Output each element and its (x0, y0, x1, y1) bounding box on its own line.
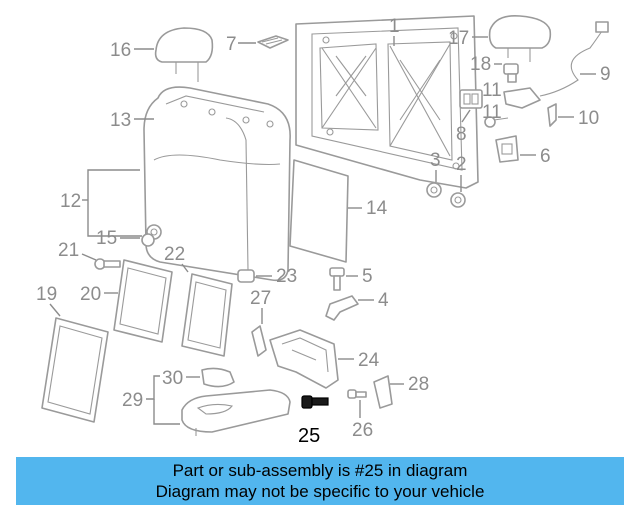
callout-23: 23 (256, 266, 297, 287)
svg-text:19: 19 (36, 284, 57, 305)
svg-text:15: 15 (96, 228, 117, 249)
svg-text:21: 21 (58, 240, 79, 261)
part-16-headrest (154, 27, 214, 82)
callout-24: 24 (338, 350, 380, 371)
part-19-panel (41, 317, 109, 423)
part-17-headrest (488, 14, 552, 62)
svg-text:26: 26 (352, 420, 373, 441)
svg-text:8: 8 (456, 124, 467, 145)
callout-11: 11 11 (482, 80, 502, 123)
svg-text:7: 7 (226, 34, 237, 55)
part-6-bracket (495, 135, 519, 163)
svg-text:12: 12 (60, 191, 81, 212)
svg-text:10: 10 (578, 108, 599, 129)
callout-16: 16 (110, 40, 154, 61)
part-30-cupholder (201, 367, 235, 388)
svg-text:3: 3 (430, 150, 441, 171)
callout-14: 14 (348, 198, 388, 219)
part-1-seat-frame (295, 15, 479, 189)
part-13-seat-back-cover (143, 86, 291, 282)
callout-7: 7 (226, 34, 256, 55)
callout-19: 19 (36, 284, 61, 317)
callout-21: 21 (58, 240, 97, 261)
part-9-cable (539, 21, 609, 97)
svg-text:4: 4 (378, 290, 389, 311)
callout-25: 25 (298, 425, 320, 447)
banner-line-1: Part or sub-assembly is #25 in diagram (172, 461, 468, 480)
svg-text:2: 2 (456, 154, 467, 175)
svg-text:6: 6 (540, 146, 551, 167)
part-24-bracket (269, 329, 339, 389)
info-banner: Part or sub-assembly is #25 in diagram D… (16, 457, 624, 505)
callout-9: 9 (580, 64, 611, 85)
callout-10: 10 (558, 108, 599, 129)
callout-17: 17 (448, 28, 488, 49)
part-15-ring (141, 224, 162, 247)
callout-4: 4 (358, 290, 389, 311)
part-4-hook (325, 295, 359, 321)
callout-20: 20 (80, 284, 118, 305)
svg-text:17: 17 (448, 28, 469, 49)
svg-text:27: 27 (250, 288, 271, 309)
callout-28: 28 (390, 374, 429, 395)
svg-text:5: 5 (362, 266, 373, 287)
svg-text:28: 28 (408, 374, 429, 395)
svg-text:23: 23 (276, 266, 297, 287)
part-27-clip (251, 325, 267, 357)
callout-27: 27 (250, 288, 271, 324)
banner-line-2: Diagram may not be specific to your vehi… (155, 482, 485, 501)
callout-3: 3 (430, 150, 441, 182)
part-2-grommet (450, 192, 466, 208)
part-18-guide (503, 63, 519, 83)
part-latch (503, 87, 557, 127)
callout-13: 13 (110, 110, 154, 131)
svg-text:30: 30 (162, 368, 183, 389)
callout-30: 30 (162, 368, 200, 389)
part-29-armrest (181, 389, 291, 436)
callout-8: 8 (456, 109, 471, 145)
callout-26: 26 (352, 400, 373, 441)
part-20-panel (113, 259, 173, 343)
part-7-clip (257, 35, 289, 49)
svg-text:11: 11 (482, 80, 502, 101)
svg-text:11: 11 (482, 102, 502, 123)
callout-29: 29 (122, 375, 180, 425)
callout-5: 5 (346, 266, 373, 287)
callout-12: 12 (60, 169, 142, 237)
part-25-bolt (301, 395, 329, 409)
svg-text:22: 22 (164, 244, 185, 265)
callout-18: 18 (470, 54, 502, 75)
svg-text:29: 29 (122, 390, 143, 411)
svg-text:18: 18 (470, 54, 491, 75)
callout-1: 1 (389, 16, 400, 46)
part-22-panel (181, 273, 233, 357)
callout-22: 22 (164, 244, 189, 273)
svg-text:24: 24 (358, 350, 380, 371)
svg-text:13: 13 (110, 110, 131, 131)
parts-diagram: 1 16 7 13 12 (36, 14, 611, 447)
part-23-bushing (237, 269, 255, 283)
part-14-pad (289, 159, 349, 263)
callout-6: 6 (520, 146, 551, 167)
part-26-bolt (347, 389, 367, 399)
part-5-bolt (329, 267, 345, 291)
svg-text:9: 9 (600, 64, 611, 85)
part-8-switch (459, 89, 483, 109)
svg-text:1: 1 (389, 16, 400, 37)
part-3-grommet (426, 182, 442, 198)
part-11-bolt (484, 116, 509, 128)
part-21-screw (94, 258, 121, 270)
callout-15: 15 (96, 228, 140, 249)
svg-text:20: 20 (80, 284, 101, 305)
part-28-bracket (373, 375, 393, 409)
svg-text:25: 25 (298, 425, 320, 447)
svg-text:16: 16 (110, 40, 131, 61)
callout-2: 2 (456, 154, 467, 192)
svg-text:14: 14 (366, 198, 388, 219)
